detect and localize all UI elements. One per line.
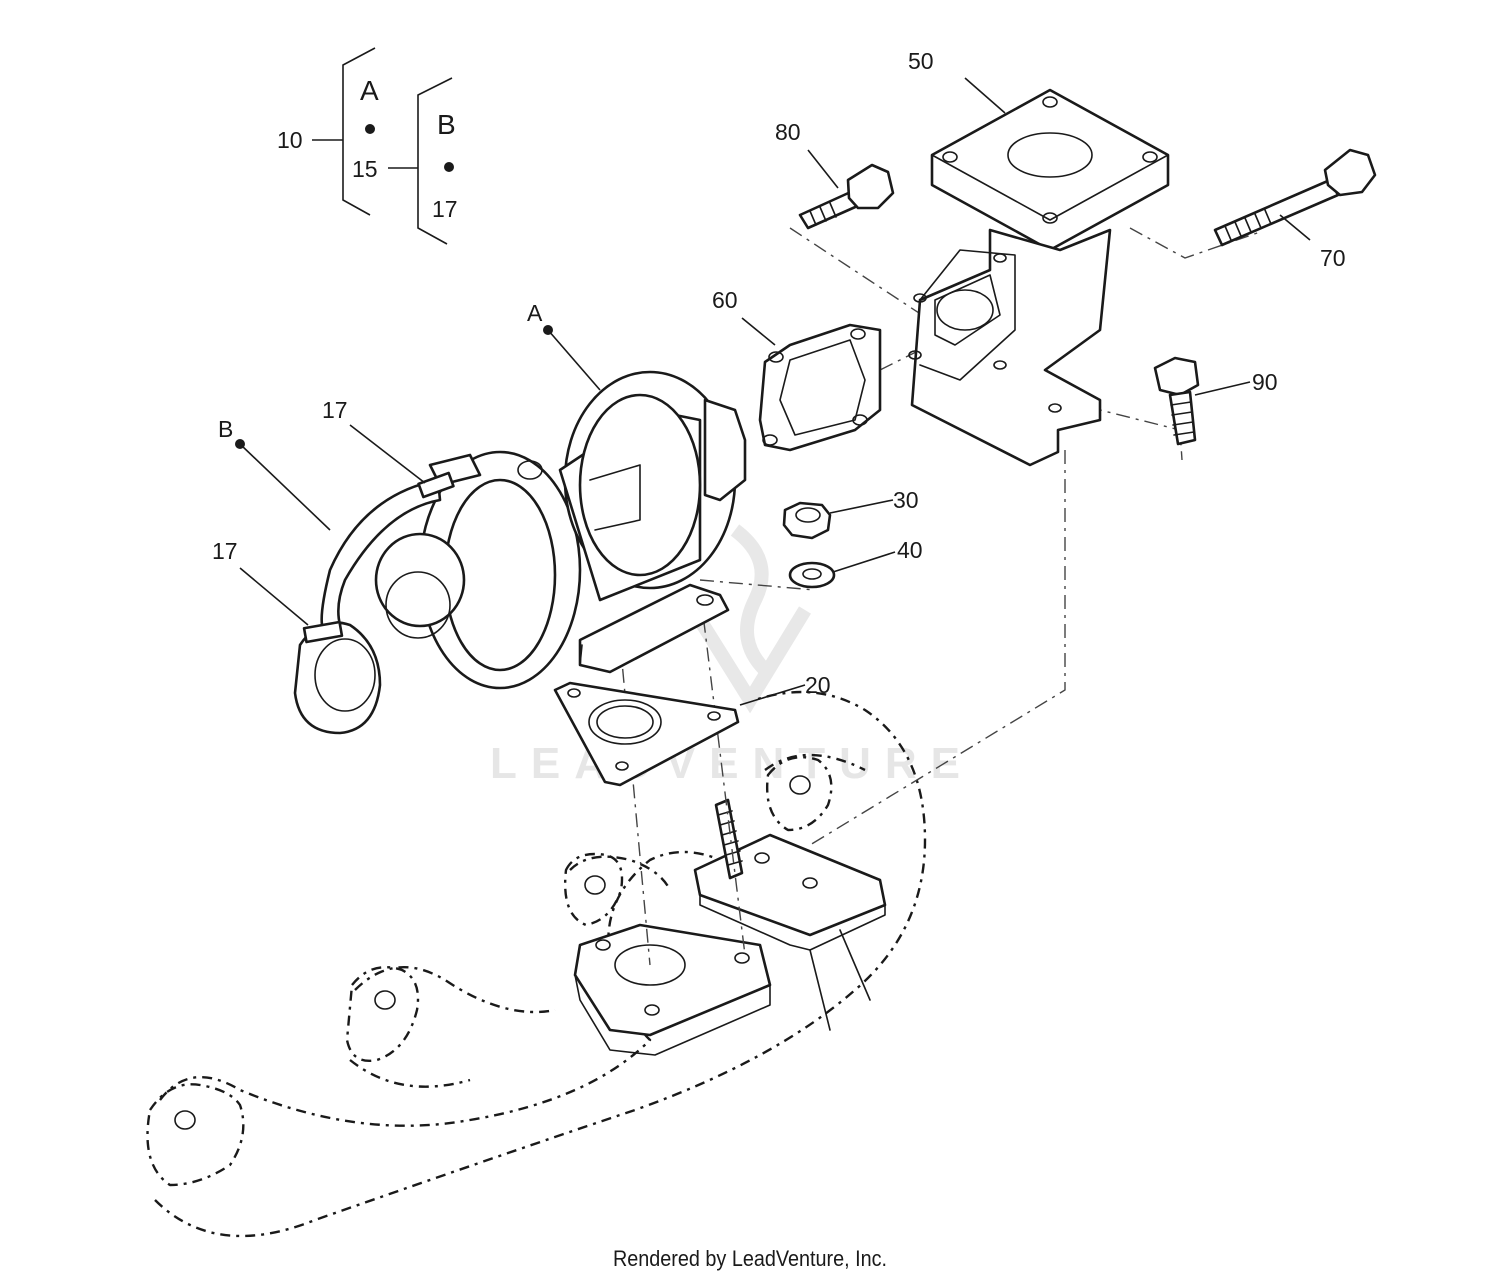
bolt-80	[798, 163, 895, 230]
gasket-60	[758, 323, 882, 452]
gasket-20	[553, 681, 740, 787]
legend-letter-b: B	[437, 109, 456, 140]
exhaust-manifold	[146, 690, 927, 1238]
watermark-text: LEADVENTURE	[490, 739, 974, 788]
elbow-50	[908, 88, 1170, 467]
legend-number-10: 10	[277, 127, 303, 153]
callout-assembly-a: A	[527, 300, 543, 326]
callout-70: 70	[1320, 245, 1346, 271]
leader-lines	[235, 77, 1311, 706]
watermark-logo-icon	[694, 524, 811, 714]
legend-letter-a: A	[360, 75, 379, 106]
callout-17-top: 17	[322, 397, 348, 423]
bolt-90	[1153, 356, 1200, 446]
callout-80: 80	[775, 119, 801, 145]
turbocharger	[293, 370, 747, 735]
legend-number-17: 17	[432, 196, 458, 222]
bolt-70	[1213, 148, 1377, 247]
watermark: LEADVENTURE	[490, 524, 974, 788]
legend-dot-b	[444, 162, 454, 172]
callouts: 50 80 70 60 90 30 40 20 17 17 A B	[212, 48, 1346, 698]
legend-dot-a	[365, 124, 375, 134]
callout-50: 50	[908, 48, 934, 74]
assembly-legend: 10 A 15 B 17	[277, 47, 458, 245]
callout-assembly-b: B	[218, 416, 233, 442]
footer-credit: Rendered by LeadVenture, Inc.	[612, 1246, 888, 1271]
callout-60: 60	[712, 287, 738, 313]
callout-40: 40	[897, 537, 923, 563]
washer-40	[788, 561, 836, 589]
callout-90: 90	[1252, 369, 1278, 395]
legend-number-15: 15	[352, 156, 378, 182]
nut-30	[782, 501, 832, 540]
callout-17-left: 17	[212, 538, 238, 564]
callout-30: 30	[893, 487, 919, 513]
callout-20: 20	[805, 672, 831, 698]
